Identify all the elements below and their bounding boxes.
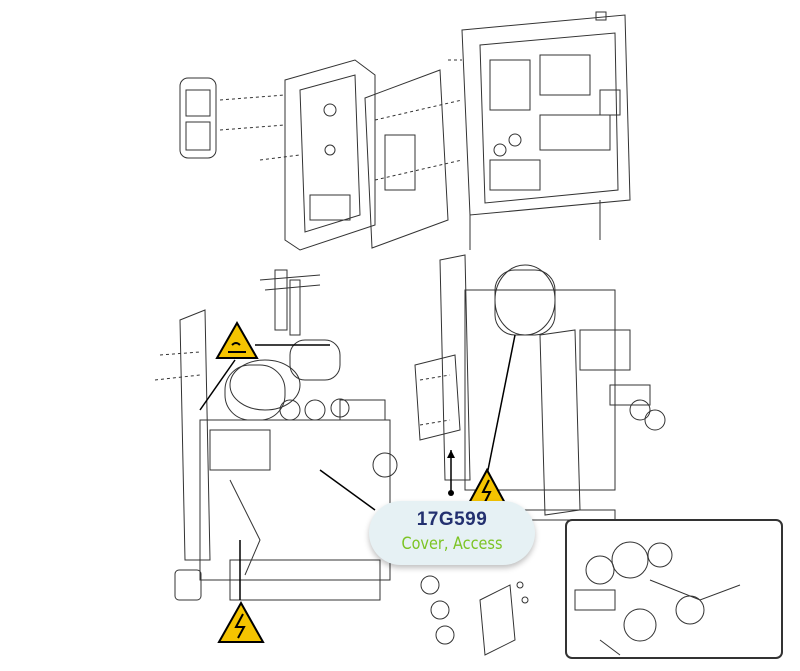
sprayer-unit-left [174, 269, 398, 601]
electrical-enclosure [461, 11, 631, 250]
assembly-lines [154, 59, 463, 426]
enclosure-panel [364, 69, 449, 249]
part-number: 17G599 [416, 509, 488, 530]
part-description: Cover, Access [401, 534, 503, 554]
electric-shock-warning-icon [466, 467, 508, 506]
leader-lines [199, 334, 516, 600]
sprayer-unit-right [439, 254, 666, 521]
callout-anchor-dot [448, 490, 454, 496]
enclosure-gasket [284, 59, 376, 251]
electric-shock-warning-icon [217, 600, 265, 643]
control-pendant [179, 77, 217, 159]
access-cover-part [414, 354, 461, 441]
hot-surface-warning-icon [215, 320, 259, 359]
detail-inset [565, 519, 783, 659]
fittings-assembly [420, 575, 529, 656]
part-callout[interactable]: 17G599 Cover, Access [369, 501, 535, 565]
